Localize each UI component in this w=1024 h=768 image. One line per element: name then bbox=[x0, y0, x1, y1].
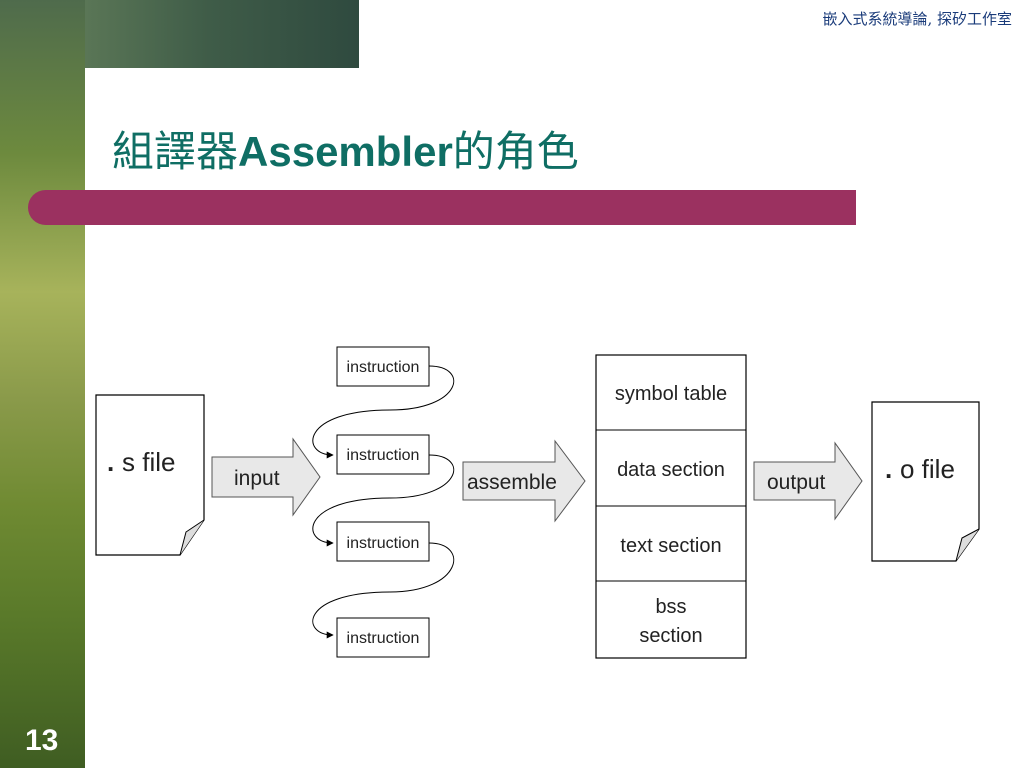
slide-number: 13 bbox=[25, 724, 59, 757]
slide-title: 組譯器Assembler的角色 bbox=[112, 118, 579, 179]
source-file-dot: . bbox=[107, 447, 114, 477]
content-corner bbox=[85, 68, 205, 188]
course-header: 嵌入式系統導論, 探矽工作室 bbox=[822, 10, 1012, 28]
instruction-box: instruction bbox=[336, 617, 430, 658]
input-arrow-label: input bbox=[234, 467, 280, 490]
source-file-label: s file bbox=[122, 447, 175, 477]
title-underline-bar bbox=[28, 190, 856, 225]
instruction-box: instruction bbox=[336, 346, 430, 387]
input-arrow: input bbox=[211, 437, 321, 517]
section-text: text section bbox=[620, 535, 721, 557]
section-symbol-table: symbol table bbox=[615, 383, 727, 405]
assemble-arrow-label: assemble bbox=[467, 471, 557, 494]
instruction-connector bbox=[312, 542, 455, 639]
section-bss-line1: bss bbox=[655, 596, 686, 618]
instruction-label: instruction bbox=[347, 535, 420, 552]
instruction-label: instruction bbox=[347, 359, 420, 376]
section-data: data section bbox=[617, 459, 725, 481]
title-cjk-prefix: 組譯器 bbox=[112, 127, 239, 176]
instruction-connector bbox=[312, 365, 455, 459]
instruction-box: instruction bbox=[336, 521, 430, 562]
section-bss-line2: section bbox=[639, 625, 702, 647]
object-file-label: o file bbox=[900, 454, 955, 484]
background-photo-strip bbox=[0, 0, 85, 768]
instruction-label: instruction bbox=[347, 630, 420, 647]
object-file-document: . o file bbox=[871, 401, 980, 562]
title-latin: Assembler bbox=[238, 128, 453, 175]
source-file-document: . s file bbox=[95, 394, 205, 556]
object-file-dot: . bbox=[885, 454, 892, 484]
output-arrow-label: output bbox=[767, 471, 826, 494]
object-file-sections: symbol table data section text section b… bbox=[595, 354, 747, 659]
output-arrow: output bbox=[753, 441, 863, 521]
instruction-box: instruction bbox=[336, 434, 430, 475]
assemble-arrow: assemble bbox=[462, 439, 586, 523]
instruction-label: instruction bbox=[347, 447, 420, 464]
background-photo-top bbox=[85, 0, 359, 68]
instruction-connector bbox=[312, 454, 455, 547]
title-cjk-suffix: 的角色 bbox=[452, 127, 579, 176]
